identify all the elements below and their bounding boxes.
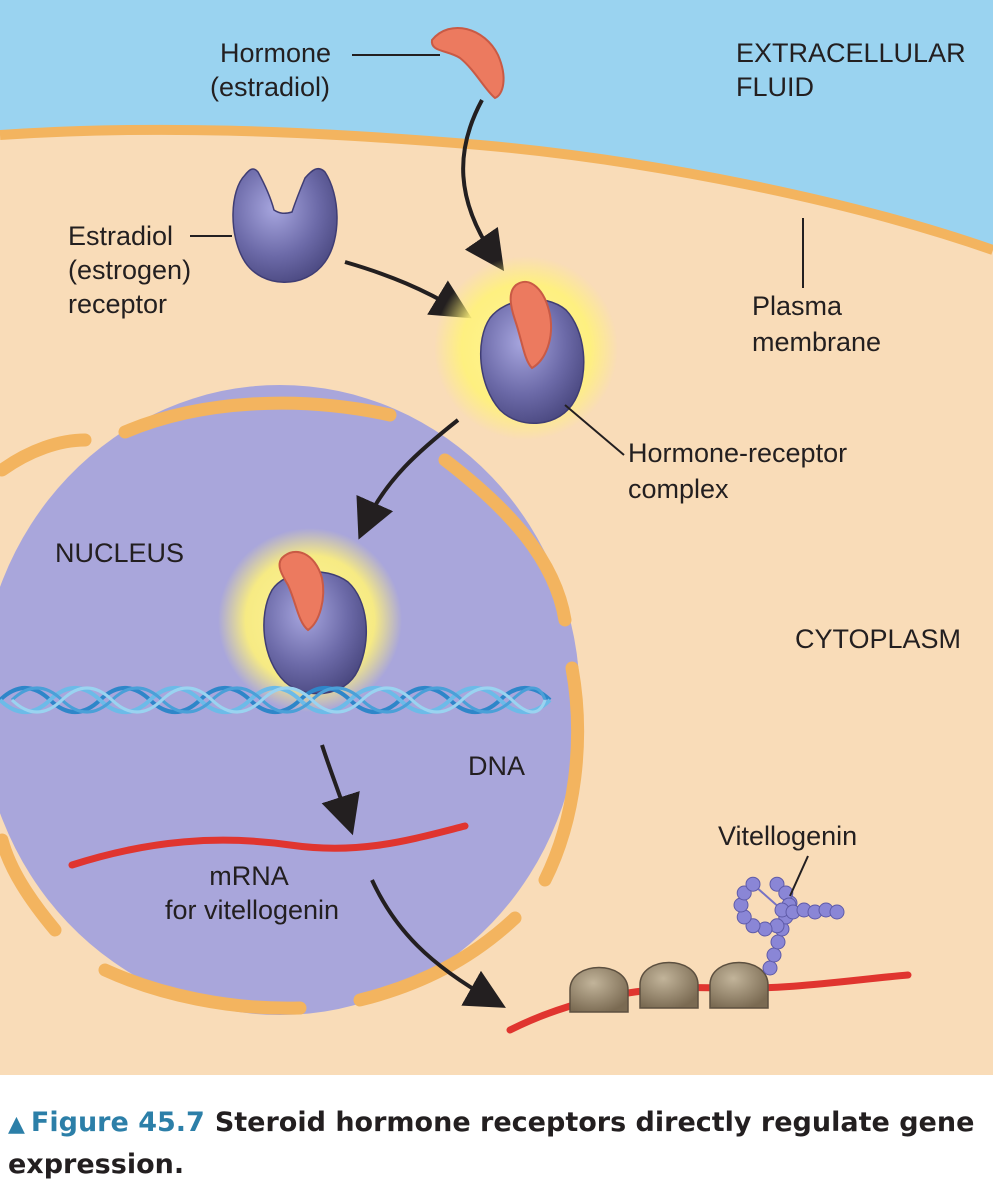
steroid-hormone-diagram: Hormone (estradiol) EXTRACELLULAR FLUID … — [0, 0, 993, 1075]
amino-acid-bead — [766, 947, 782, 963]
hormone-molecule — [430, 27, 505, 100]
nuclear-complex-hormone — [278, 550, 325, 632]
extracellular-fluid-label: EXTRACELLULAR FLUID — [736, 38, 973, 102]
amino-acid-bead — [745, 876, 761, 892]
hormone-receptor-complex-label: Hormone-receptor complex — [628, 438, 855, 504]
ribosomes — [569, 961, 769, 1013]
estradiol-receptor — [232, 167, 338, 283]
nuclear-complex-receptor — [263, 570, 367, 695]
figure-number: Figure 45.7 — [30, 1107, 205, 1138]
plasma-membrane — [0, 124, 993, 255]
amino-acid-bead — [770, 934, 786, 950]
arrow-hormone-to-complex — [461, 99, 505, 272]
estradiol-receptor-label: Estradiol (estrogen) receptor — [68, 221, 199, 319]
vitellogenin-leader-line — [789, 855, 809, 897]
arrow-complex-to-nucleus — [356, 418, 460, 540]
nucleus-label: NUCLEUS — [55, 538, 184, 568]
hormone-label: Hormone (estradiol) — [210, 38, 339, 102]
ribosome-2 — [639, 961, 699, 1009]
arrow-mrna-to-ribosome — [370, 879, 506, 1008]
vitellogenin-protein-chain — [733, 876, 845, 976]
complex-hormone — [509, 280, 552, 370]
complex-leader-line — [564, 404, 625, 456]
mrna-label: mRNA for vitellogenin — [165, 861, 339, 925]
mrna-strand — [68, 822, 469, 869]
caption-triangle-icon: ▲ — [8, 1112, 25, 1137]
amino-acid-bead — [762, 960, 778, 976]
ribosome-1 — [569, 966, 629, 1013]
cytoplasm-label: CYTOPLASM — [795, 624, 961, 654]
vitellogenin-label: Vitellogenin — [718, 821, 857, 851]
amino-acid-bead — [829, 904, 845, 920]
dna-helix — [0, 686, 552, 714]
ribosome-3 — [709, 961, 769, 1009]
extracellular-fluid-region — [0, 0, 993, 250]
dna-label: DNA — [468, 751, 525, 781]
arrow-dna-to-mrna — [320, 744, 360, 836]
plasma-membrane-label: Plasma membrane — [752, 291, 881, 357]
caption-text: Steroid hormone receptors directly regul… — [8, 1107, 975, 1180]
